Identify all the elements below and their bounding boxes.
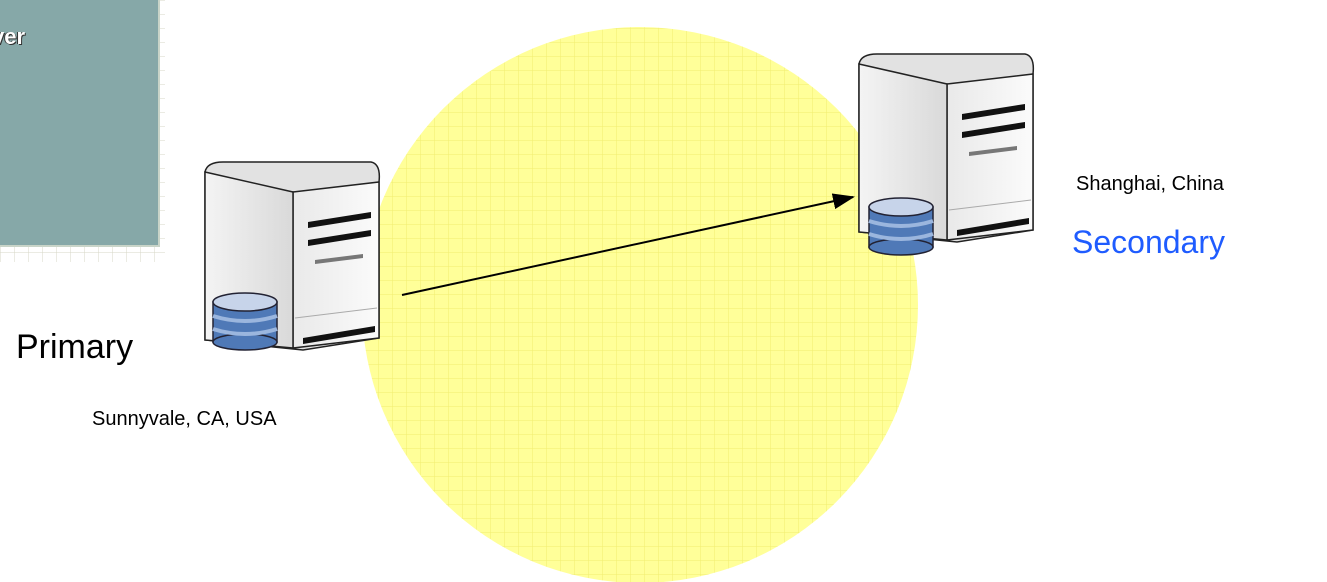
primary-server[interactable] (204, 161, 381, 351)
secondary-location-label: Shanghai, China (1076, 173, 1224, 195)
primary-location-label: Sunnyvale, CA, USA (92, 408, 277, 430)
network-circle (362, 27, 918, 582)
title-panel: ver (0, 0, 160, 247)
secondary-server[interactable] (858, 53, 1035, 256)
replication-arrow (401, 193, 855, 296)
database-icon (212, 292, 278, 351)
primary-role-label: Primary (16, 328, 134, 366)
server-icon (858, 53, 1035, 243)
secondary-role-label: Secondary (1072, 224, 1225, 260)
panel-title-text: ver (0, 24, 26, 49)
database-icon (868, 197, 934, 256)
